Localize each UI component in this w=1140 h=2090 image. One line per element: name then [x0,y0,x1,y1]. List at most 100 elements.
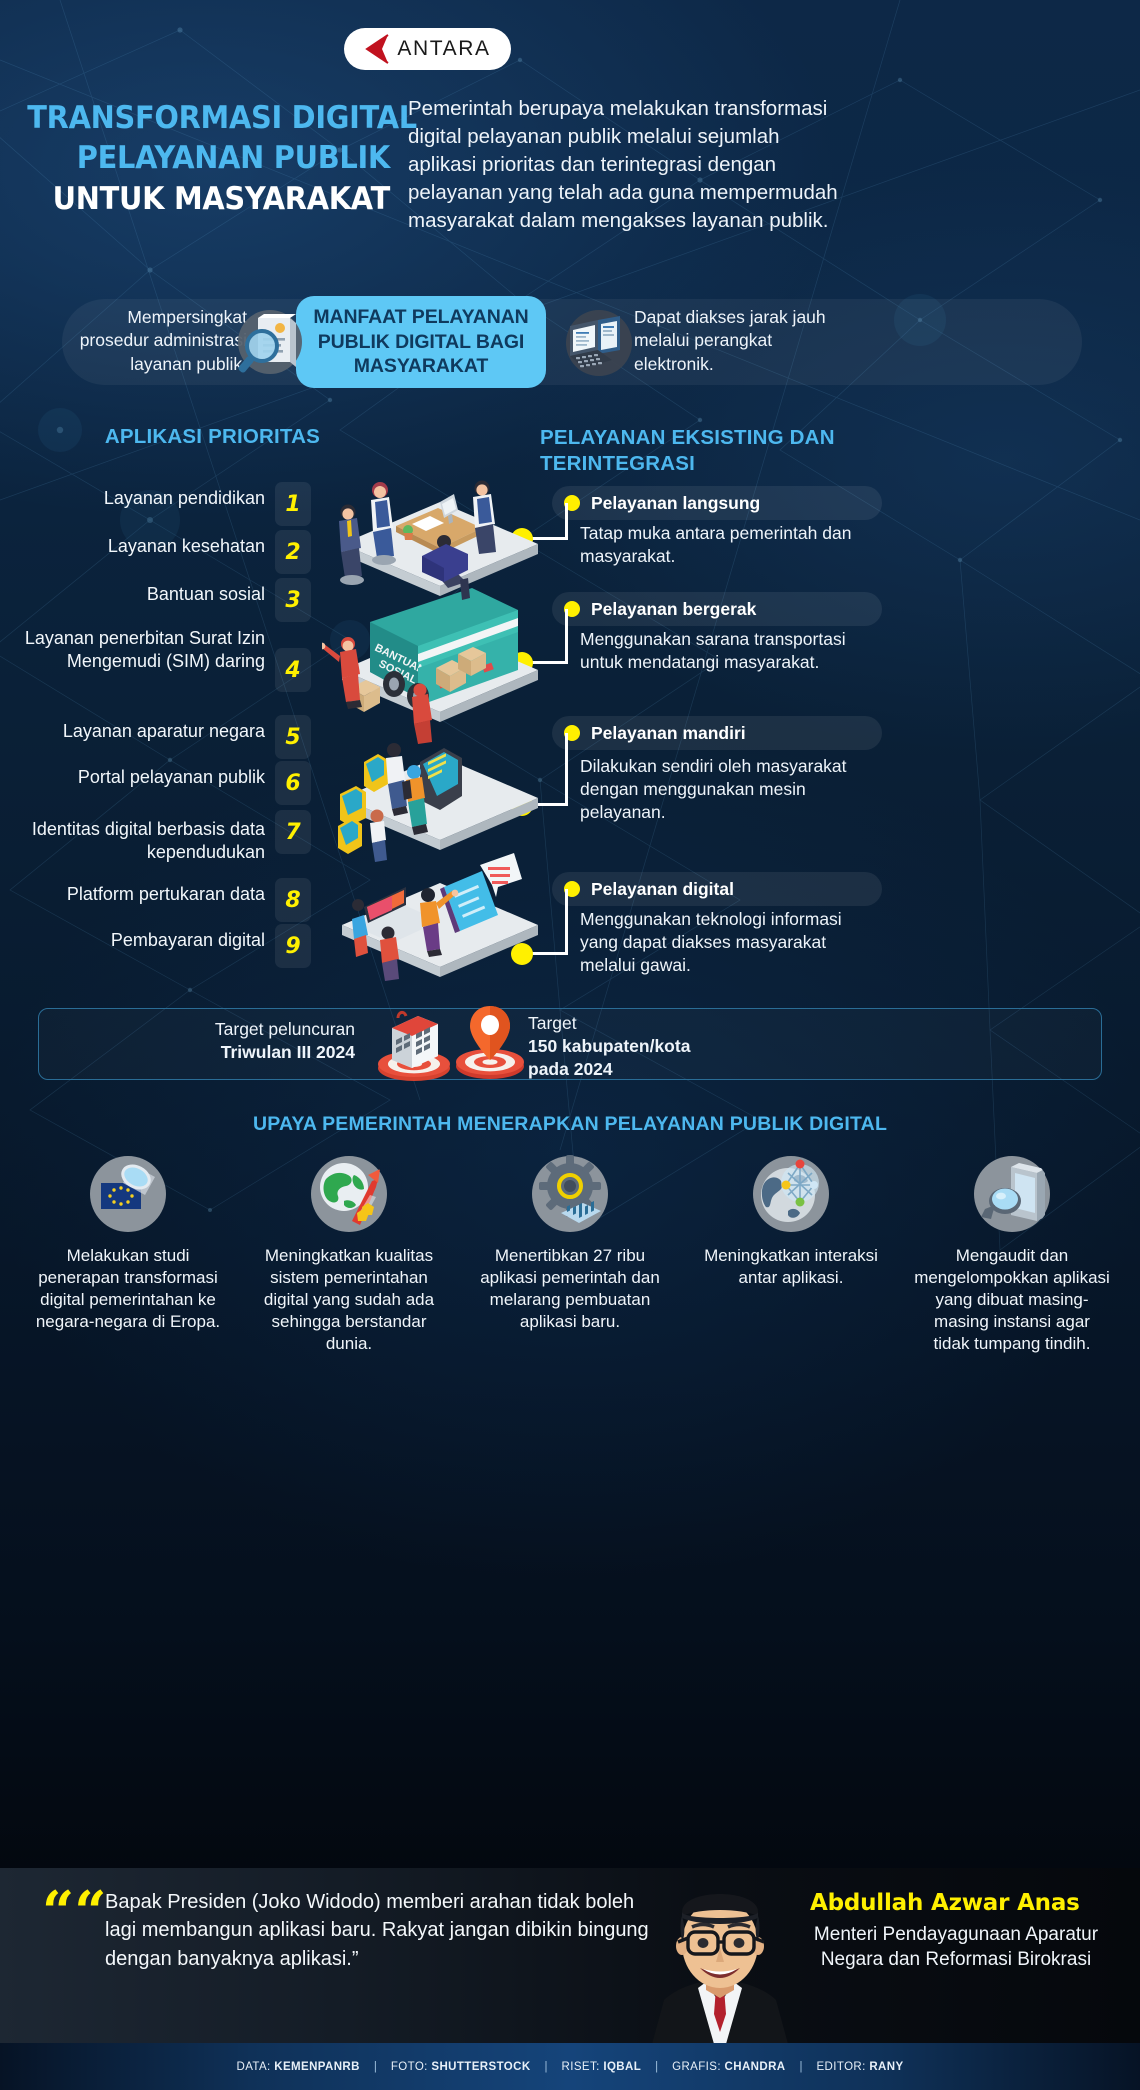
credit-grafis-label: GRAFIS: [672,2060,721,2073]
service-item-pill[interactable]: Pelayanan bergerak [552,592,882,626]
speaker-portrait [630,1872,810,2044]
priority-label: Bantuan sosial [146,584,265,604]
service-title: Pelayanan digital [591,878,734,899]
priority-heading: APLIKASI PRIORITAS [104,425,320,448]
gear-chart-icon [531,1155,609,1233]
credit-separator: | [544,2060,548,2073]
benefit-left-text: Mempersingkat prosedur administrasi laya… [79,307,247,374]
efforts-heading: UPAYA PEMERINTAH MENERAPKAN PELAYANAN PU… [252,1113,888,1135]
speaker-name: Abdullah Azwar Anas [810,1890,1080,1916]
effort-item[interactable]: Meningkatkan kualitas sistem pemerintaha… [251,1155,447,1355]
service-bullet-icon [564,495,580,511]
service-description: Menggunakan teknologi informasi yang dap… [580,909,842,976]
credit-grafis: GRAFIS: CHANDRA [672,2061,785,2073]
priority-number: 9 [285,933,301,959]
priority-number-badge: 5 [275,715,311,759]
priority-number: 5 [285,724,301,750]
quote-text: Bapak Presiden (Joko Widodo) memberi ara… [105,1891,649,1970]
priority-label: Portal pelayanan publik [77,767,265,787]
credit-editor-label: EDITOR: [816,2060,866,2073]
credit-foto-value: SHUTTERSTOCK [431,2060,531,2073]
effort-item[interactable]: Melakukan studi penerapan transformasi d… [30,1155,226,1355]
effort-caption: Meningkatkan kualitas sistem pemerintaha… [263,1246,435,1354]
efforts-grid: Melakukan studi penerapan transformasi d… [30,1155,1110,1355]
priority-number: 4 [285,657,301,683]
antara-arrow-logo-icon [365,34,389,64]
service-anchor-dot-icon [511,943,533,965]
eu-flag-magnifier-icon [89,1155,167,1233]
priority-number: 3 [285,587,301,613]
isometric-illustration: BANTUAN SOSIAL [318,470,557,1010]
document-magnifier-icon [232,304,304,387]
effort-caption: Menertibkan 27 ribu aplikasi pemerintah … [480,1246,660,1332]
credit-riset-label: RISET: [561,2060,600,2073]
service-title: Pelayanan mandiri [591,722,746,743]
credit-data-value: KEMENPANRB [274,2060,360,2073]
priority-number-badge: 6 [275,761,311,805]
benefit-right-text: Dapat diakses jarak jauh melalui perangk… [634,307,826,374]
credit-foto-label: FOTO: [390,2060,428,2073]
priority-number-badge: 8 [275,878,311,922]
phone-magnifier-icon [973,1155,1051,1233]
existing-heading: PELAYANAN EKSISTING DAN TERINTEGRASI [540,426,835,475]
headline-line-3: UNTUK MASYARAKAT [52,180,391,217]
intro-paragraph: Pemerintah berupaya melakukan transforma… [408,97,838,232]
benefit-center-panel: MANFAAT PELAYANAN PUBLIK DIGITAL BAGI MA… [296,296,546,388]
page-title: TRANSFORMASI DIGITAL PELAYANAN PUBLIK UN… [0,98,417,219]
credit-editor-value: RANY [869,2060,904,2073]
headline-line-2: PELAYANAN PUBLIK [76,140,391,177]
priority-number-badge: 2 [275,530,311,574]
benefit-center-title: MANFAAT PELAYANAN PUBLIK DIGITAL BAGI MA… [313,305,529,378]
globe-network-nodes-icon [752,1155,830,1233]
priority-number: 8 [285,887,301,913]
credit-grafis-value: CHANDRA [724,2060,786,2073]
priority-label: Pembayaran digital [110,930,265,950]
priority-label: Layanan aparatur negara [62,721,265,741]
benefit-right-pill [460,299,1082,385]
service-title: Pelayanan bergerak [591,598,757,619]
laptop-devices-icon [560,304,638,387]
credit-riset-value: IQBAL [603,2060,642,2073]
map-pin-target-icon [452,1004,528,1087]
credit-riset: RISET: IQBAL [562,2061,642,2073]
globe-rocket-star-icon [310,1155,388,1233]
antara-logo[interactable]: ANTARA [344,28,511,70]
target-left-label: Target peluncuran [214,1019,355,1039]
target-panel [38,1008,1102,1080]
service-description: Menggunakan sarana transportasi untuk me… [580,629,846,673]
target-right: Target 150 kabupaten/kota pada 2024 [528,1012,818,1080]
priority-number-badge: 4 [275,648,311,692]
priority-label: Platform pertukaran data [66,884,265,904]
priority-number-badge: 1 [275,482,311,526]
credits-bar: DATA: KEMENPANRB | FOTO: SHUTTERSTOCK | … [0,2043,1140,2090]
credit-data-label: DATA: [236,2060,271,2073]
service-bullet-icon [564,601,580,617]
effort-caption: Meningkatkan interaksi antar aplikasi. [704,1246,878,1288]
priority-label: Layanan kesehatan [107,536,265,556]
service-item-pill[interactable]: Pelayanan mandiri [552,716,882,750]
quote-mark-icon: ““ [42,1879,107,1945]
service-description: Dilakukan sendiri oleh masyarakat dengan… [580,756,847,823]
credit-foto: FOTO: SHUTTERSTOCK [391,2061,531,2073]
credit-separator: | [373,2060,377,2073]
priority-number: 7 [285,819,301,845]
effort-item[interactable]: Mengaudit dan mengelompokkan aplikasi ya… [914,1155,1110,1355]
target-left: Target peluncuran Triwulan III 2024 [110,1018,355,1064]
service-bullet-icon [564,725,580,741]
effort-item[interactable]: Meningkatkan interaksi antar aplikasi. [693,1155,889,1355]
target-right-value-1: 150 kabupaten/kota [528,1035,691,1056]
credit-editor: EDITOR: RANY [816,2061,903,2073]
priority-number-badge: 3 [275,578,311,622]
effort-item[interactable]: Menertibkan 27 ribu aplikasi pemerintah … [472,1155,668,1355]
target-right-value-2: pada 2024 [528,1058,613,1079]
target-left-value: Triwulan III 2024 [220,1041,355,1062]
priority-label: Layanan pendidikan [103,488,265,508]
effort-caption: Melakukan studi penerapan transformasi d… [35,1246,221,1332]
effort-caption: Mengaudit dan mengelompokkan aplikasi ya… [914,1246,1110,1354]
service-item-pill[interactable]: Pelayanan langsung [552,486,882,520]
service-item-pill[interactable]: Pelayanan digital [552,872,882,906]
calendar-target-icon [370,1002,458,1087]
credit-separator: | [799,2060,803,2073]
priority-label: Identitas digital berbasis data kependud… [31,819,265,862]
